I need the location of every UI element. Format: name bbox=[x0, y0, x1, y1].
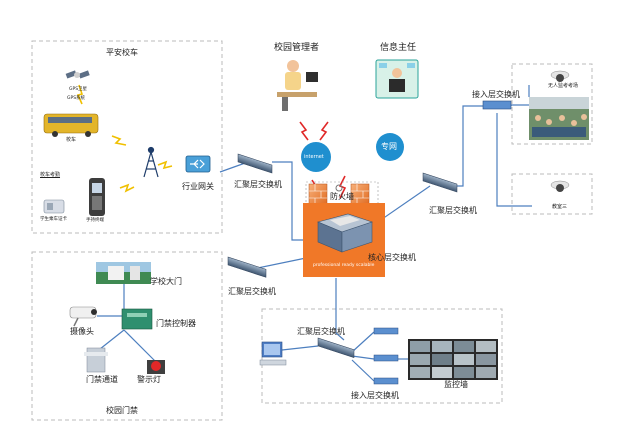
info-director-label: 信息主任 bbox=[380, 43, 417, 53]
alarm-light-icon bbox=[147, 360, 165, 374]
classroom3-box bbox=[511, 173, 593, 215]
access-switch-right-icon bbox=[482, 100, 512, 110]
unmanned-room-label: 无人监考考场 bbox=[548, 83, 579, 89]
agg-switch-bottom-label: 汇聚层交换机 bbox=[297, 327, 345, 336]
core-switch-icon bbox=[317, 213, 373, 253]
gps-module-label: GPS系统 bbox=[67, 96, 86, 101]
private-net-label: 专网 bbox=[381, 142, 397, 151]
access-switch-3-icon bbox=[373, 377, 399, 385]
agg-switch-left-label: 汇聚层交换机 bbox=[228, 287, 276, 296]
campus-gate-box bbox=[31, 251, 223, 421]
access-switch-bottom-label: 接入层交换机 bbox=[351, 391, 399, 400]
industry-gateway-icon bbox=[185, 155, 211, 173]
classroom-photo bbox=[529, 97, 589, 140]
school-gate-label: 学校大门 bbox=[150, 277, 182, 286]
internet-cloud bbox=[301, 142, 331, 172]
gate-channel-icon bbox=[84, 347, 108, 373]
access-switch-1-icon bbox=[373, 327, 399, 335]
alarm-light-label: 警示灯 bbox=[137, 375, 161, 384]
monitor-box bbox=[261, 308, 503, 404]
firewall-left-icon bbox=[308, 183, 328, 207]
access-controller-label: 门禁控制器 bbox=[156, 319, 196, 328]
agg-switch-top-label: 汇聚层交换机 bbox=[234, 180, 282, 189]
gps-satellite-label: GPS卫星 bbox=[69, 87, 88, 92]
campus-admin-figure bbox=[277, 60, 318, 111]
access-controller-icon bbox=[121, 308, 153, 330]
agg-switch-top-icon bbox=[237, 153, 273, 174]
gate-channel-label: 门禁通道 bbox=[86, 375, 118, 384]
gateway-label: 行业网关 bbox=[182, 182, 214, 191]
bus-checkin-label: 校车考勤 bbox=[40, 172, 61, 178]
internet-label: internet bbox=[304, 154, 324, 160]
dome-camera-top-icon bbox=[550, 70, 570, 82]
monitor-wall-label: 监控墙 bbox=[444, 380, 468, 389]
school-bus-icon bbox=[43, 113, 99, 137]
safe-bus-box bbox=[31, 40, 223, 234]
signal-tower-icon bbox=[143, 146, 159, 178]
agg-switch-left-icon bbox=[227, 256, 267, 278]
dome-camera-classroom3-icon bbox=[550, 180, 570, 192]
monitor-wall-icon bbox=[408, 339, 498, 380]
school-bus-label: 校车 bbox=[66, 137, 77, 143]
info-director-figure bbox=[375, 59, 419, 99]
classroom3-label: 教室三 bbox=[552, 204, 568, 210]
computer-icon bbox=[259, 341, 287, 366]
firewall-right-icon bbox=[350, 183, 370, 207]
handheld-label: 手持终端 bbox=[86, 218, 104, 223]
access-switch-2-icon bbox=[373, 354, 399, 362]
firewall-label: 防火墙 bbox=[330, 192, 354, 201]
agg-switch-right-label: 汇聚层交换机 bbox=[429, 206, 477, 215]
core-switch-label: 核心层交换机 bbox=[368, 253, 416, 262]
gps-satellite-icon bbox=[65, 70, 90, 79]
camera-icon bbox=[69, 306, 97, 327]
camera-label: 摄像头 bbox=[70, 327, 94, 336]
student-card-label: 学生乘车证卡 bbox=[40, 217, 67, 222]
core-brand-text: professional ready scalable bbox=[313, 263, 375, 268]
campus-admin-label: 校园管理者 bbox=[274, 43, 320, 53]
agg-switch-right-icon bbox=[422, 172, 458, 193]
agg-switch-bottom-icon bbox=[317, 337, 355, 359]
private-net-cloud bbox=[376, 133, 404, 161]
safe-bus-title: 平安校车 bbox=[106, 48, 138, 57]
handheld-terminal-icon bbox=[89, 178, 105, 216]
school-gate-photo bbox=[96, 262, 151, 284]
unmanned-room-box bbox=[511, 63, 593, 145]
campus-gate-title: 校园门禁 bbox=[106, 406, 138, 415]
wireless-links bbox=[76, 84, 173, 193]
access-switch-right-label: 接入层交换机 bbox=[472, 90, 520, 99]
